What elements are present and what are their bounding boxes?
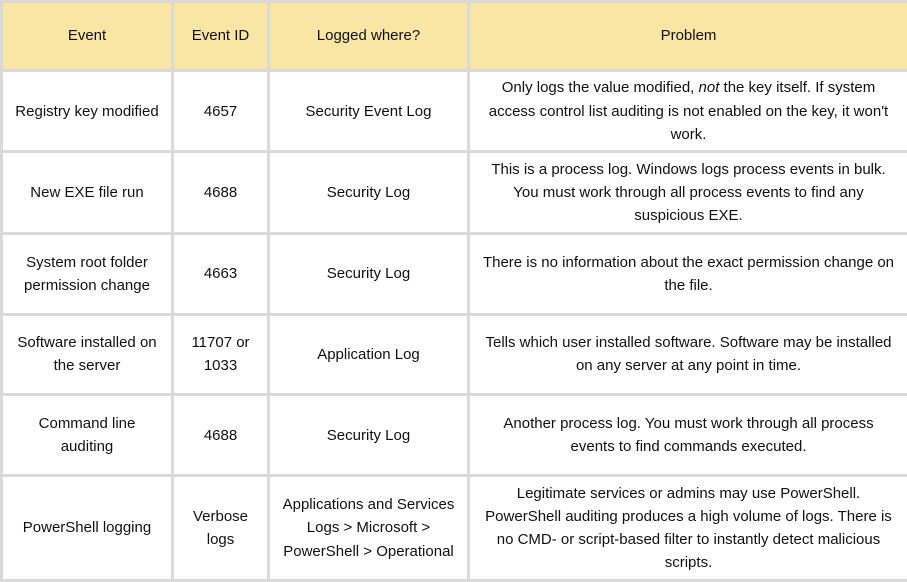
cell-event-id: 11707 or 1033 bbox=[171, 312, 270, 397]
header-cell-logged-where: Logged where? bbox=[267, 0, 470, 72]
cell-event: Registry key modified bbox=[0, 68, 174, 154]
table-row-software-installed-on-server: Software installed on the server 11707 o… bbox=[0, 312, 907, 397]
cell-problem: Tells which user installed software. Sof… bbox=[467, 312, 907, 397]
table-row-registry-key-modified: Registry key modified 4657 Security Even… bbox=[0, 68, 907, 154]
cell-event-id: 4688 bbox=[171, 393, 270, 478]
table-row-system-root-folder-permission-change: System root folder permission change 466… bbox=[0, 231, 907, 316]
cell-event-id: Verbose logs bbox=[171, 474, 270, 582]
cell-event: Command line auditing bbox=[0, 393, 174, 478]
header-cell-event: Event bbox=[0, 0, 174, 72]
header-cell-event-id: Event ID bbox=[171, 0, 270, 72]
table-row-command-line-auditing: Command line auditing 4688 Security Log … bbox=[0, 393, 907, 478]
cell-logged-where: Security Log bbox=[267, 231, 470, 316]
cell-event-id: 4663 bbox=[171, 231, 270, 316]
header-cell-problem: Problem bbox=[467, 0, 907, 72]
cell-event-id: 4657 bbox=[171, 68, 270, 154]
cell-logged-where: Application Log bbox=[267, 312, 470, 397]
cell-event: New EXE file run bbox=[0, 150, 174, 235]
problem-text-suffix: the key itself. If system access control… bbox=[488, 79, 889, 143]
problem-text-italic: not bbox=[698, 79, 720, 97]
cell-event-id: 4688 bbox=[171, 150, 270, 235]
table-row-new-exe-file-run: New EXE file run 4688 Security Log This … bbox=[0, 150, 907, 235]
cell-problem: Legitimate services or admins may use Po… bbox=[467, 474, 907, 582]
cell-logged-where: Security Event Log bbox=[267, 68, 470, 154]
cell-logged-where: Security Log bbox=[267, 393, 470, 478]
problem-text-prefix: Only logs the value modified, bbox=[501, 79, 699, 97]
cell-logged-where: Applications and Services Logs > Microso… bbox=[267, 474, 470, 582]
cell-event: Software installed on the server bbox=[0, 312, 174, 397]
cell-logged-where: Security Log bbox=[267, 150, 470, 235]
cell-problem: This is a process log. Windows logs proc… bbox=[467, 150, 907, 235]
table-body: Registry key modified 4657 Security Even… bbox=[0, 68, 907, 582]
cell-problem: There is no information about the exact … bbox=[467, 231, 907, 316]
table-header: Event Event ID Logged where? Problem bbox=[0, 0, 907, 72]
cell-event: PowerShell logging bbox=[0, 474, 174, 582]
cell-problem: Only logs the value modified, not the ke… bbox=[467, 68, 907, 154]
table-row-powershell-logging: PowerShell logging Verbose logs Applicat… bbox=[0, 474, 907, 582]
header-row: Event Event ID Logged where? Problem bbox=[0, 0, 907, 72]
cell-event: System root folder permission change bbox=[0, 231, 174, 316]
cell-problem: Another process log. You must work throu… bbox=[467, 393, 907, 478]
